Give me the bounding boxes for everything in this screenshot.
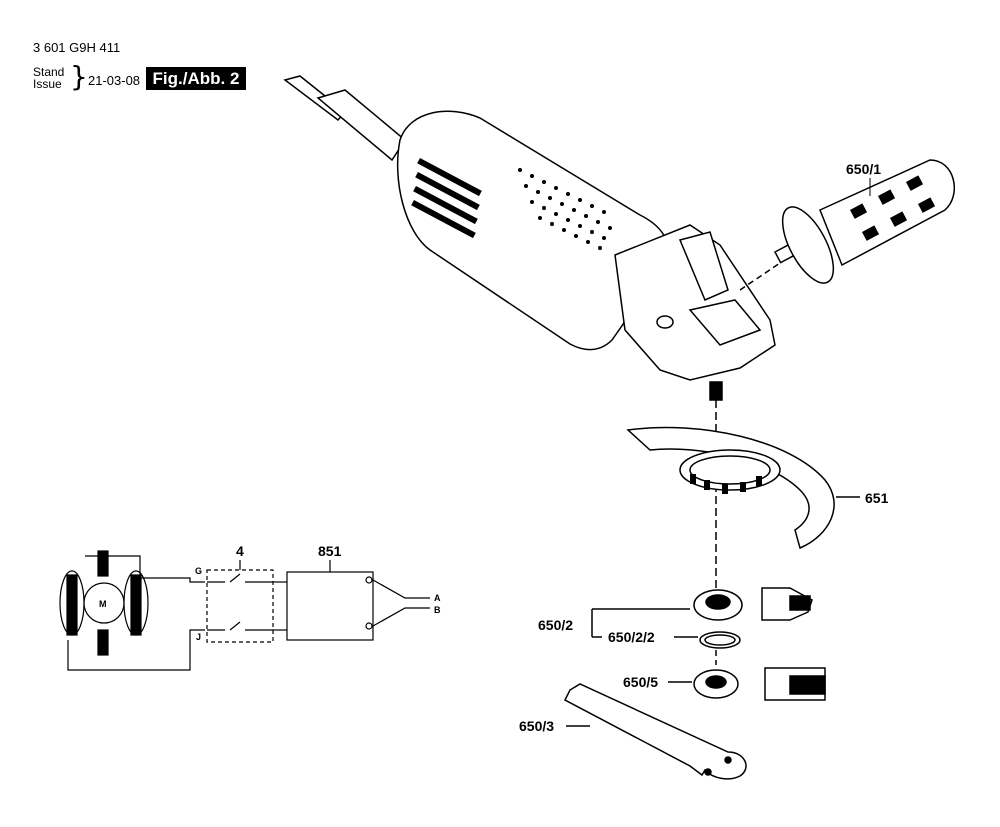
head-ridge [688,299,762,346]
mounting-flange [591,587,813,649]
document-number: 3 601 G9H 411 [33,40,121,55]
label-4: 4 [236,543,244,559]
label-650-2-2: 650/2/2 [608,629,655,645]
pin-spanner [564,683,747,780]
grip-texture [518,168,612,250]
issue-label: Issue [33,77,62,91]
guard-collar-slots [690,474,762,494]
handle-grip [819,159,956,267]
terminal-a: A [434,593,441,603]
terminal-j: J [196,632,201,642]
cable-sleeve [316,89,406,162]
aux-handle-socket [656,315,674,329]
motor-label: M [99,599,107,609]
label-650-3: 650/3 [519,718,554,734]
handle-grip-texture [850,175,936,241]
wiring-diagram [59,550,430,671]
stand-issue-label: Stand Issue [33,66,64,90]
terminal-g: G [195,566,202,576]
terminal-b: B [434,605,441,615]
motor-housing [396,110,670,351]
stand-label: Stand [33,65,65,79]
label-650-5: 650/5 [623,674,658,690]
auxiliary-handle [739,159,956,291]
label-851: 851 [318,543,342,559]
switch-box [206,569,274,643]
issue-date: 21-03-08 [88,73,141,88]
protective-guard [626,400,860,590]
guard-collar-inner [689,455,771,485]
clamping-nut [668,650,826,701]
label-651: 651 [865,490,889,506]
grinder-body [283,75,776,401]
figure-badge: Fig./Abb. 2 [146,67,246,90]
label-650-1: 650/1 [846,161,881,177]
handle-flange [781,206,835,284]
suppressor-box [286,571,374,641]
vent-slots [411,158,482,239]
spindle-lock [678,231,729,301]
label-650-2: 650/2 [538,617,573,633]
brace-glyph: } [70,60,88,93]
spindle [709,381,723,401]
